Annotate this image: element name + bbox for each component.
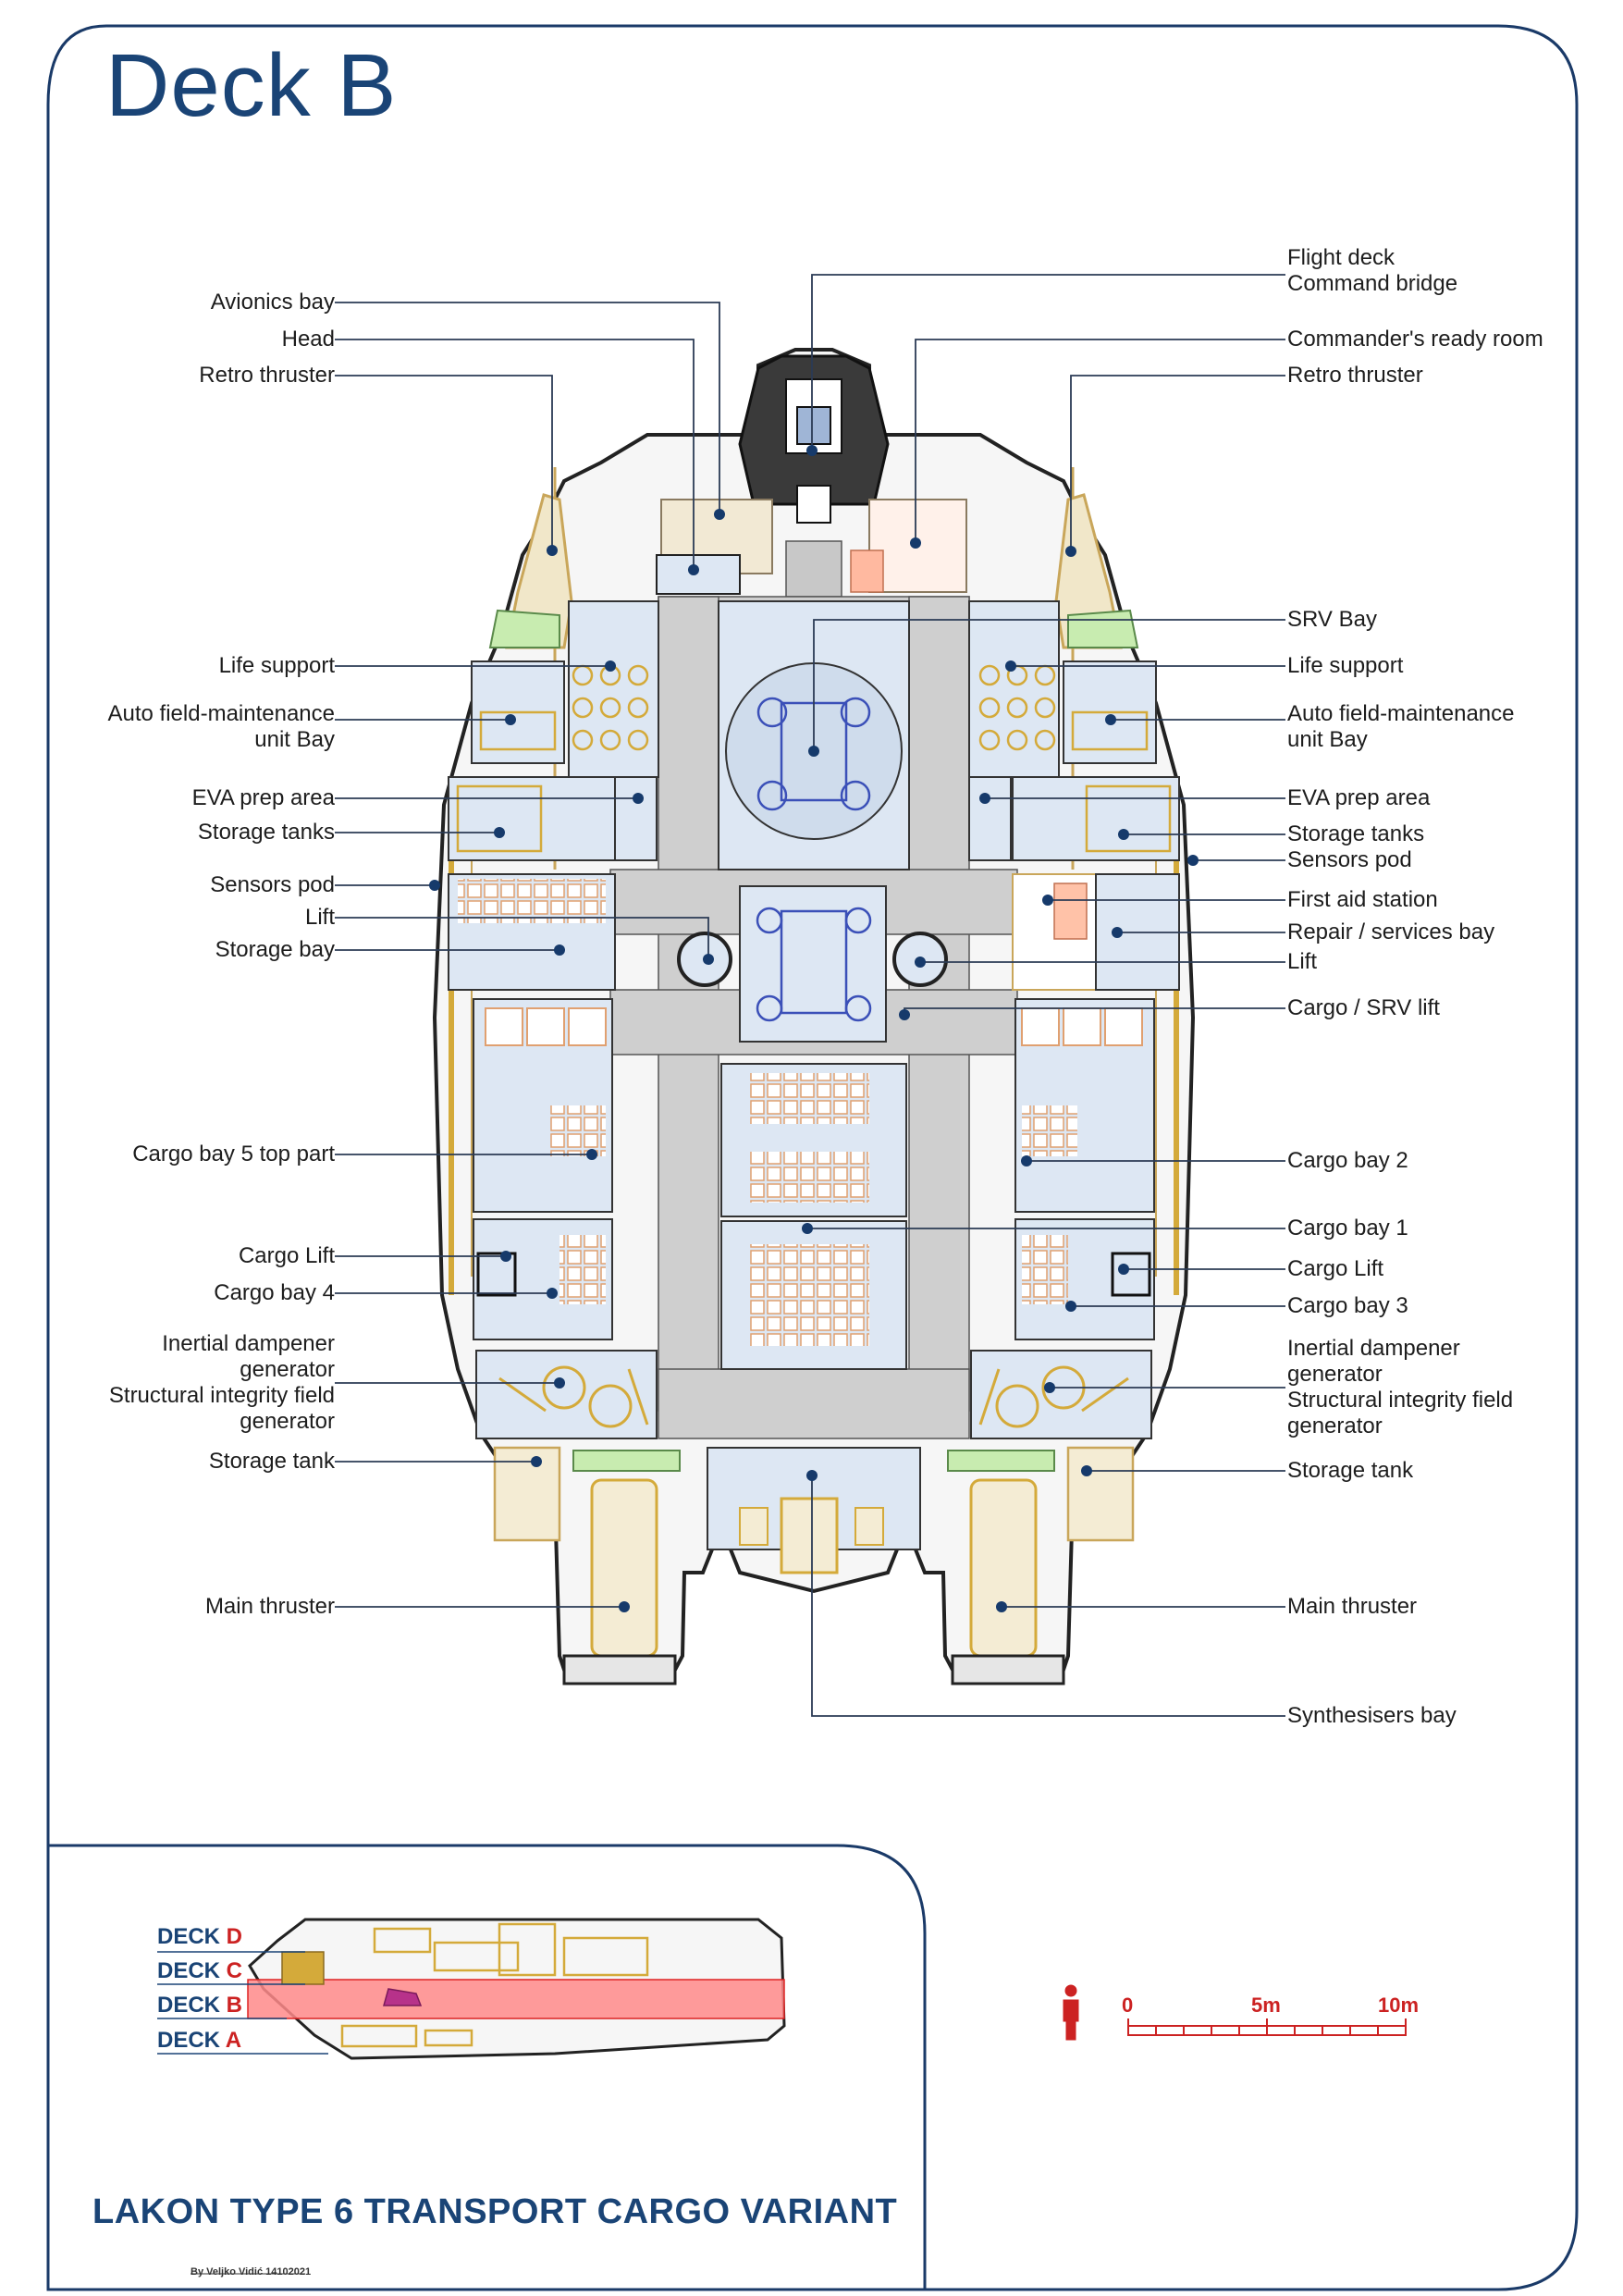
label-eva-prep-right: EVA prep area xyxy=(1287,785,1431,810)
label-cargo-lift-right: Cargo Lift xyxy=(1287,1256,1384,1281)
deck-b-link-selected[interactable]: DECK B xyxy=(157,1993,243,2018)
label-auto-field-right: Auto field-maintenance unit Bay xyxy=(1287,701,1515,752)
label-storage-tanks-right: Storage tanks Sensors pod xyxy=(1287,821,1425,872)
label-eva-prep-left: EVA prep area xyxy=(191,785,335,810)
label-head: Head xyxy=(281,327,335,352)
scale-figure xyxy=(1063,1984,1079,2041)
label-sensors-pod-left: Sensors pod xyxy=(210,872,335,897)
label-inertial-left: Inertial dampener generator Structural i… xyxy=(108,1331,335,1434)
deck-letter: D xyxy=(226,1924,243,1949)
label-retro-thruster-left: Retro thruster xyxy=(199,363,335,388)
label-lift-left: Lift xyxy=(304,905,335,930)
deck-d-link[interactable]: DECK D xyxy=(157,1924,243,1949)
label-cargo-bay-1: Cargo bay 1 xyxy=(1287,1216,1408,1241)
label-ready-room: Commander's ready room xyxy=(1287,327,1543,352)
label-retro-thruster-right: Retro thruster xyxy=(1287,363,1423,388)
label-lift-right: Lift xyxy=(1287,949,1318,974)
deck-c-link[interactable]: DECK C xyxy=(157,1958,243,1983)
scale-label-0: 0 xyxy=(1122,1994,1134,2017)
label-cargo-bay-3: Cargo bay 3 xyxy=(1287,1293,1408,1318)
label-storage-tank-left: Storage tank xyxy=(208,1449,335,1474)
label-storage-bay-left: Storage bay xyxy=(215,937,335,962)
scale-label-10m: 10m xyxy=(1378,1994,1420,2017)
label-storage-tank-right: Storage tank xyxy=(1287,1458,1414,1483)
side-view-ship xyxy=(247,1918,786,2060)
leader-lines xyxy=(335,274,1285,1717)
label-main-thruster-left: Main thruster xyxy=(204,1594,335,1619)
deck-a-link[interactable]: DECK A xyxy=(157,2028,242,2053)
label-auto-field-left: Auto field-maintenance unit Bay xyxy=(107,701,335,752)
leader-dots xyxy=(429,445,1199,1612)
label-srv-bay: SRV Bay xyxy=(1287,607,1377,632)
credit: By Veljko Vidić 14102021 xyxy=(191,2266,312,2277)
label-life-support-left: Life support xyxy=(218,653,335,678)
label-cargo-bay-4: Cargo bay 4 xyxy=(214,1280,335,1305)
label-life-support-right: Life support xyxy=(1287,653,1404,678)
deck-letter: C xyxy=(226,1958,243,1983)
label-cargo-srv-lift: Cargo / SRV lift xyxy=(1287,995,1440,1020)
scale-label-5m: 5m xyxy=(1251,1994,1281,2017)
label-storage-tanks-left: Storage tanks xyxy=(197,820,335,845)
page-title: Deck B xyxy=(105,36,398,135)
ship-name: LAKON TYPE 6 TRANSPORT CARGO VARIANT xyxy=(92,2192,898,2231)
inset-frame xyxy=(48,1844,927,2290)
deck-letter: B xyxy=(226,1993,243,2018)
label-inertial-right: Inertial dampener generator Structural i… xyxy=(1287,1336,1514,1438)
label-repair-bay: Repair / services bay xyxy=(1287,920,1495,944)
label-synthesisers-bay: Synthesisers bay xyxy=(1287,1703,1457,1728)
label-avionics-bay: Avionics bay xyxy=(210,290,335,315)
label-cargo-bay-2: Cargo bay 2 xyxy=(1287,1148,1408,1173)
label-cargo-bay-5: Cargo bay 5 top part xyxy=(132,1142,335,1167)
scale-bar xyxy=(1127,2018,1407,2036)
deck-letter: A xyxy=(225,2028,242,2053)
label-main-thruster-right: Main thruster xyxy=(1287,1594,1418,1619)
label-flight-deck: Flight deck Command bridge xyxy=(1287,245,1458,296)
label-first-aid: First aid station xyxy=(1287,887,1438,912)
page-frame xyxy=(46,24,1579,2291)
bridge xyxy=(738,354,890,524)
label-cargo-lift-left: Cargo Lift xyxy=(238,1243,335,1268)
